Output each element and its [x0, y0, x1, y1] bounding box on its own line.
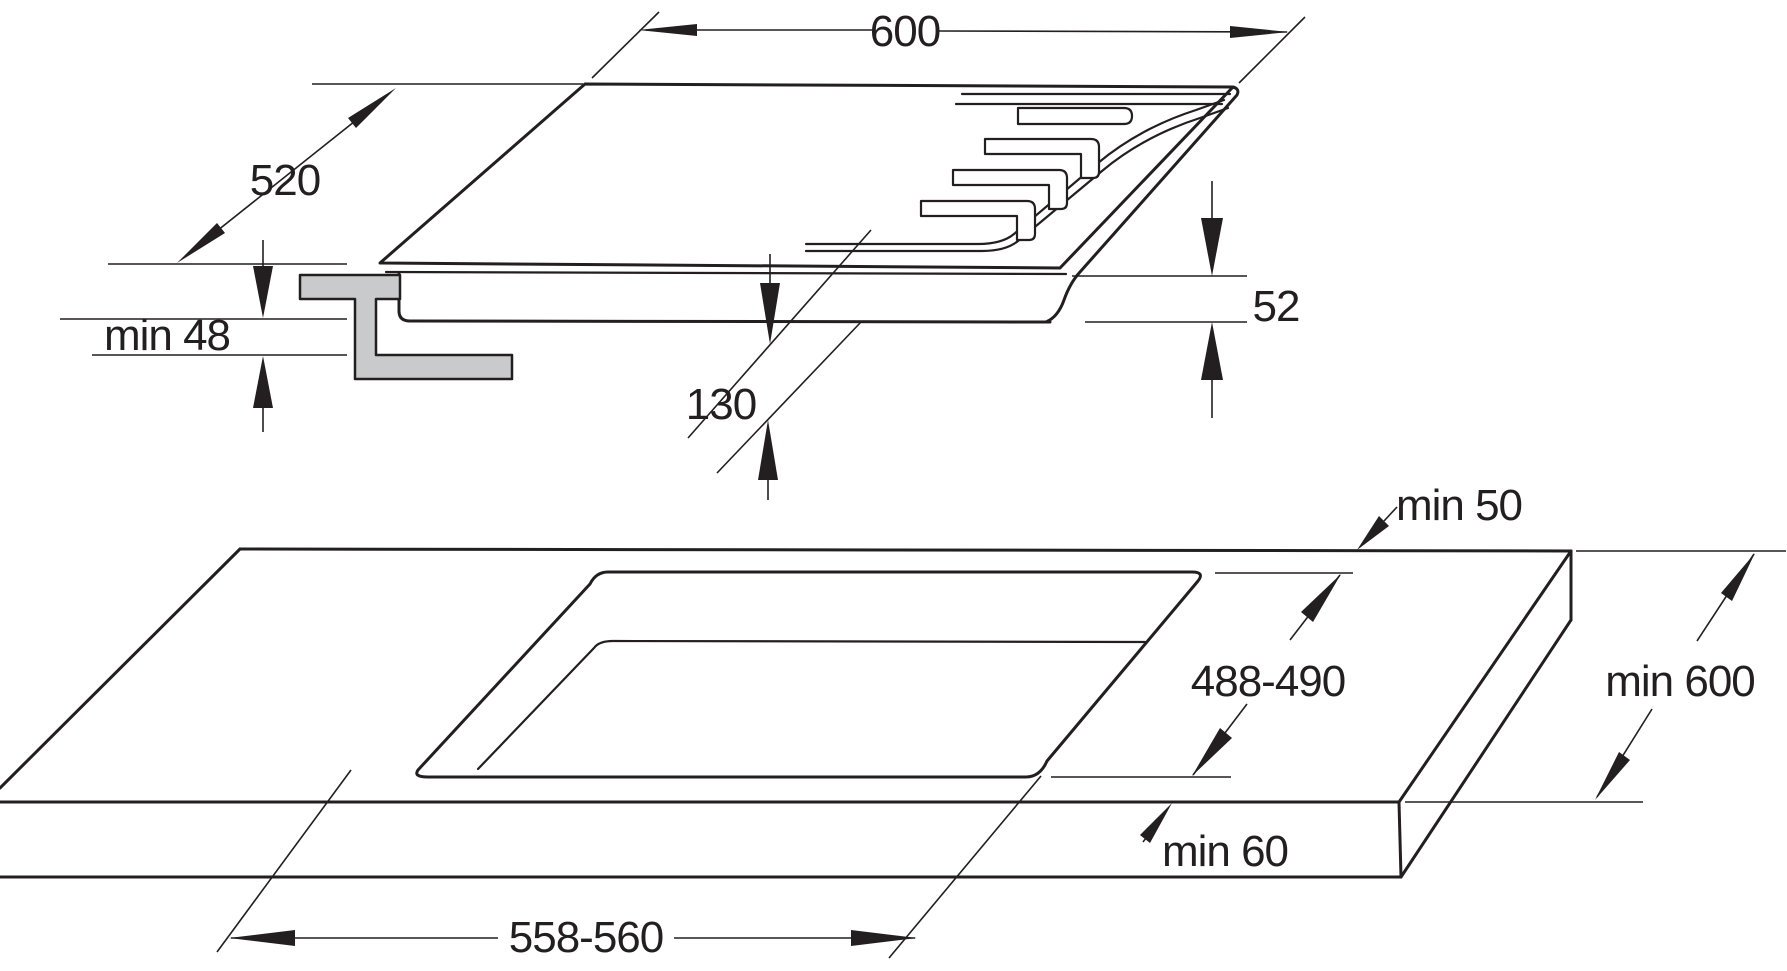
leader-line — [888, 775, 1042, 959]
arrowhead — [760, 283, 780, 344]
dimension-label-grate-offset: 130 — [686, 380, 756, 429]
dimension-line — [938, 30, 1288, 33]
pan-support-bar — [951, 168, 1069, 211]
dimension-height-52: 52 — [1072, 181, 1300, 418]
arrowhead — [1140, 803, 1172, 843]
leader-line — [687, 229, 872, 439]
hob-body-front-face — [397, 272, 1052, 324]
dimension-cutout-width: 558-560 — [216, 769, 1042, 962]
dimension-width-600: 600 — [591, 7, 1306, 84]
dimension-depth-520: 520 — [108, 83, 583, 265]
arrowhead — [177, 223, 225, 263]
worktop-view: 558-560 488-490 min 50 min 600 — [0, 481, 1786, 962]
dimension-cutout-depth: 488-490 — [1051, 572, 1353, 778]
dimension-label-front-distance: min 60 — [1162, 827, 1288, 876]
arrowhead — [1201, 218, 1223, 276]
arrowhead — [1192, 728, 1232, 776]
dimension-label-width: 600 — [870, 7, 940, 56]
worktop-cutout — [415, 570, 1202, 779]
pan-support-bar — [983, 137, 1101, 180]
pan-support-bar — [1016, 106, 1134, 126]
platform-front-line-2 — [804, 106, 1230, 253]
arrowhead — [253, 266, 273, 318]
dimension-label-height: 52 — [1253, 282, 1300, 331]
dimension-front-distance: min 60 — [1140, 803, 1289, 876]
worktop-end-face-top — [1397, 549, 1573, 804]
dimension-rear-distance: min 50 — [1357, 481, 1523, 550]
arrowhead — [1721, 553, 1755, 601]
dimension-label-rear-distance: min 50 — [1396, 481, 1522, 530]
dimension-clearance-min48: min 48 — [60, 240, 347, 432]
dimension-label-worktop-depth: min 600 — [1605, 657, 1755, 706]
arrowhead — [1230, 26, 1289, 38]
arrowhead — [348, 88, 396, 128]
extension-line — [591, 11, 660, 79]
arrowhead — [851, 930, 917, 946]
leader-line — [216, 769, 352, 953]
hob-body-right-face — [1044, 85, 1240, 324]
dimension-label-cutout-width: 558-560 — [509, 913, 663, 962]
hob-view: 600 520 min 48 — [60, 7, 1306, 500]
mounting-bracket — [298, 273, 514, 381]
dimension-label-depth: 520 — [250, 156, 320, 205]
arrowhead — [253, 356, 273, 408]
leader-line — [1383, 506, 1398, 522]
leader-line — [716, 321, 862, 474]
arrowhead — [229, 930, 295, 946]
extension-line — [1238, 16, 1306, 84]
dimension-worktop-depth: min 600 — [1405, 550, 1786, 803]
pan-support-bar — [919, 199, 1037, 242]
arrowhead — [1595, 752, 1630, 800]
cutout-inner-wall-line — [476, 639, 1147, 771]
worktop-back-edge — [238, 547, 1573, 553]
worktop-slab — [0, 547, 1573, 879]
hob-glass-front-edge-line — [384, 270, 1068, 276]
dimension-label-clearance-below: min 48 — [104, 311, 230, 360]
pan-support-platform — [804, 92, 1232, 253]
arrowhead — [1201, 322, 1223, 380]
arrowhead — [1301, 574, 1341, 622]
dimension-label-cutout-depth: 488-490 — [1191, 657, 1345, 706]
arrowhead — [1357, 516, 1389, 550]
worktop-left-edge — [0, 547, 242, 790]
arrowhead — [758, 420, 778, 480]
dimension-grate-130: 130 — [686, 229, 872, 500]
worktop-front-right-corner — [1397, 800, 1403, 879]
arrowhead — [638, 24, 697, 36]
cutout-outline — [415, 570, 1202, 779]
worktop-end-face-bottom — [1399, 618, 1573, 879]
